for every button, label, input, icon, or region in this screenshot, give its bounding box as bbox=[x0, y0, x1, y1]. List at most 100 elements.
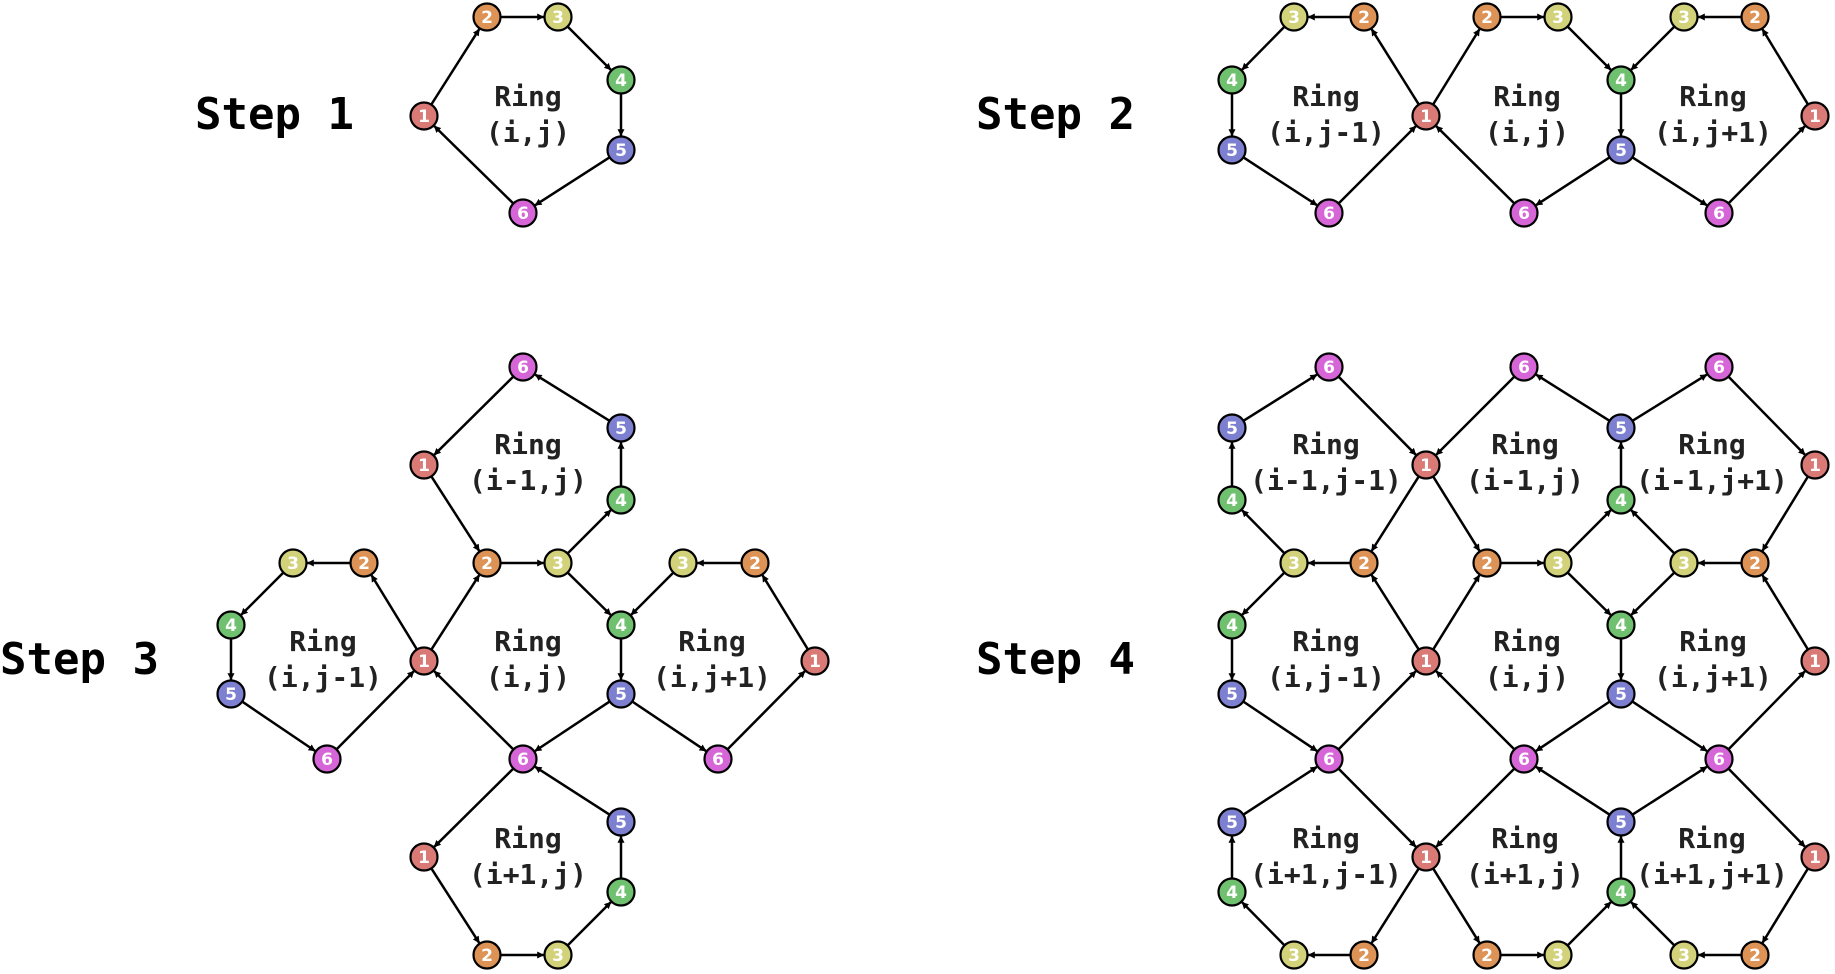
ring-label-line2: (i-1,j) bbox=[469, 464, 587, 497]
node-circle bbox=[1669, 940, 1699, 970]
node-number: 2 bbox=[749, 554, 761, 574]
node-number: 6 bbox=[1323, 750, 1335, 770]
node-4: 4 bbox=[606, 610, 636, 640]
node-number: 6 bbox=[1518, 750, 1530, 770]
arrow-edge bbox=[430, 867, 481, 944]
arrow-edge bbox=[1566, 571, 1612, 616]
node-circle bbox=[543, 548, 573, 578]
arrow-edge bbox=[1727, 670, 1806, 751]
node-circle bbox=[409, 842, 439, 872]
arrow-edge bbox=[1241, 25, 1286, 71]
node-number: 6 bbox=[712, 750, 724, 770]
node-circle bbox=[1349, 2, 1379, 32]
node-circle bbox=[1411, 450, 1441, 480]
node-number: 1 bbox=[418, 456, 430, 476]
arrow-edge bbox=[1566, 509, 1612, 555]
ring-label-line1: Ring bbox=[1292, 80, 1359, 113]
arrow-edge bbox=[1370, 574, 1420, 651]
node-number: 5 bbox=[615, 419, 627, 439]
arrow-edge bbox=[566, 25, 612, 71]
node-5: 5 bbox=[1217, 679, 1247, 709]
arrow-edge bbox=[1727, 767, 1806, 848]
ring-label-line2: (i,j-1) bbox=[1267, 661, 1385, 694]
node-circle bbox=[1472, 940, 1502, 970]
arrow-edge bbox=[335, 670, 415, 751]
node-circle bbox=[472, 940, 502, 970]
node-number: 1 bbox=[1809, 848, 1821, 868]
node-number: 5 bbox=[615, 685, 627, 705]
ring-label-line2: (i,j) bbox=[486, 661, 570, 694]
node-6: 6 bbox=[703, 744, 733, 774]
node-circle bbox=[1543, 2, 1573, 32]
ring-label-line1: Ring bbox=[1493, 80, 1560, 113]
node-number: 4 bbox=[1615, 491, 1627, 511]
node-number: 2 bbox=[1749, 8, 1761, 28]
node-number: 5 bbox=[225, 685, 237, 705]
node-circle bbox=[606, 485, 636, 515]
arrow-edge bbox=[240, 571, 285, 616]
node-3: 3 bbox=[278, 548, 308, 578]
node-1: 1 bbox=[1411, 646, 1441, 676]
arrow-edge bbox=[1241, 571, 1286, 616]
node-1: 1 bbox=[1411, 842, 1441, 872]
node-circle bbox=[606, 135, 636, 165]
node-6: 6 bbox=[508, 352, 538, 382]
node-5: 5 bbox=[606, 135, 636, 165]
node-circle bbox=[1217, 807, 1247, 837]
node-circle bbox=[349, 548, 379, 578]
node-2: 2 bbox=[1740, 2, 1770, 32]
arrow-edge bbox=[1370, 28, 1420, 106]
node-5: 5 bbox=[1606, 807, 1636, 837]
node-4: 4 bbox=[1606, 610, 1636, 640]
ring-label-line1: Ring bbox=[289, 625, 356, 658]
arrow-edge bbox=[430, 574, 481, 651]
arrow-edge bbox=[1337, 125, 1417, 205]
node-circle bbox=[1509, 744, 1539, 774]
arrow-edge bbox=[534, 156, 611, 207]
ring-label-line2: (i,j) bbox=[486, 116, 570, 149]
node-number: 1 bbox=[1420, 107, 1432, 127]
node-4: 4 bbox=[1606, 65, 1636, 95]
node-circle bbox=[606, 807, 636, 837]
node-4: 4 bbox=[1606, 485, 1636, 515]
node-circle bbox=[1800, 101, 1830, 131]
ring-label-line2: (i,j-1) bbox=[264, 661, 382, 694]
node-circle bbox=[1543, 548, 1573, 578]
node-2: 2 bbox=[472, 2, 502, 32]
arrow-edge bbox=[1535, 700, 1611, 752]
ring-label-line2: (i,j) bbox=[1485, 661, 1569, 694]
node-number: 1 bbox=[1809, 652, 1821, 672]
node-circle bbox=[1543, 940, 1573, 970]
node-circle bbox=[606, 610, 636, 640]
arrow-edge bbox=[1435, 670, 1516, 751]
node-3: 3 bbox=[1543, 548, 1573, 578]
node-4: 4 bbox=[1217, 485, 1247, 515]
node-circle bbox=[409, 646, 439, 676]
node-number: 3 bbox=[1552, 946, 1564, 966]
node-1: 1 bbox=[409, 450, 439, 480]
node-number: 2 bbox=[1749, 554, 1761, 574]
node-number: 3 bbox=[552, 554, 564, 574]
arrow-edge bbox=[1370, 475, 1420, 552]
node-number: 5 bbox=[1226, 141, 1238, 161]
ring-label-line1: Ring bbox=[678, 625, 745, 658]
arrow-edge bbox=[1435, 125, 1516, 205]
arrow-edge bbox=[631, 700, 707, 752]
node-6: 6 bbox=[1509, 352, 1539, 382]
node-number: 6 bbox=[517, 358, 529, 378]
ring-label-line1: Ring bbox=[1292, 822, 1359, 855]
node-1: 1 bbox=[1411, 101, 1441, 131]
node-2: 2 bbox=[1472, 2, 1502, 32]
ring-label-line1: Ring bbox=[494, 428, 561, 461]
node-6: 6 bbox=[1509, 744, 1539, 774]
node-number: 3 bbox=[1552, 8, 1564, 28]
arrow-edge bbox=[1566, 901, 1612, 947]
node-circle bbox=[216, 679, 246, 709]
arrow-edge bbox=[1241, 901, 1286, 947]
node-circle bbox=[508, 744, 538, 774]
node-3: 3 bbox=[1669, 548, 1699, 578]
node-number: 2 bbox=[481, 554, 493, 574]
node-5: 5 bbox=[1606, 413, 1636, 443]
node-number: 6 bbox=[1518, 358, 1530, 378]
